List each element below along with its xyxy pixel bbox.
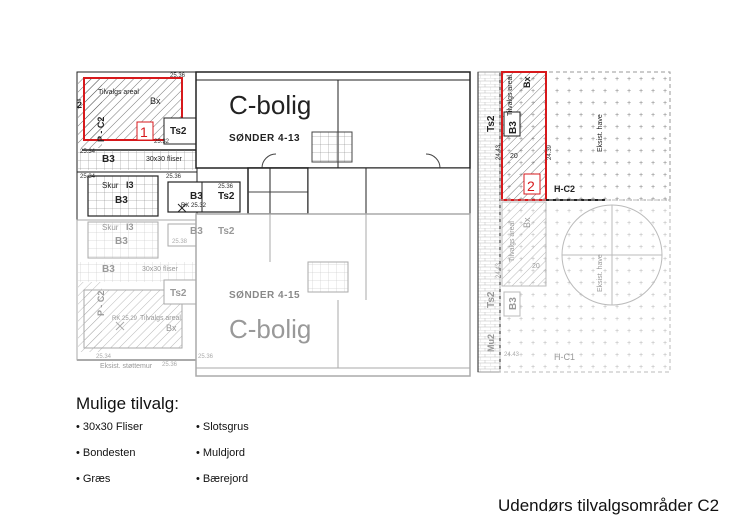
level-top-4: 25.34	[80, 174, 96, 180]
area-2-level-1: 24.43	[496, 144, 502, 160]
level-top-1: 25.36	[170, 73, 186, 79]
area-c1-level-1: 24.43	[496, 262, 502, 278]
area-2-label: Tilvalgs areal	[507, 75, 514, 116]
area-1-bx: Bx	[150, 96, 161, 106]
shed-label-top: Skur	[102, 181, 119, 190]
tiles-label-bottom: 30x30 fliser	[142, 266, 178, 273]
small-ts2-bottom: Ts2	[218, 226, 235, 237]
right-bottom-garden	[499, 199, 671, 373]
area-1-label-line: Tilvalgs areal	[98, 89, 139, 96]
level-bottom-4: 25.36	[162, 362, 178, 368]
building-top	[195, 71, 471, 169]
building-bottom-address: SØNDER 4-15	[229, 290, 300, 301]
tiles-label-top: 30x30 fliser	[146, 156, 182, 163]
legend-option-cobblestones: Bondesten	[76, 447, 136, 459]
garden-bottom-label: Eksist. have	[597, 254, 604, 292]
area-1-number: 1	[140, 124, 148, 140]
area-b3-bottom: B3	[102, 264, 115, 275]
area-c1-mu2: Mu2	[486, 334, 496, 352]
legend-option-topsoil: Muldjord	[196, 447, 245, 459]
area-c1-b3: B3	[508, 297, 519, 310]
level-bottom-3: 25.36	[198, 354, 214, 360]
site-plan: + +	[76, 71, 671, 377]
legend-option-gravel: Slotsgrus	[196, 421, 249, 433]
rk-bottom: RK 25.29	[112, 316, 138, 322]
area-bx-bottom: Bx	[166, 323, 177, 333]
area-2-level-2: 24.39	[547, 144, 553, 160]
shed-block-top	[76, 171, 241, 221]
small-b3-bottom: B3	[190, 226, 203, 237]
shed-i3-top: I3	[126, 180, 134, 190]
area-1-b3: B3	[102, 154, 115, 165]
edge-label-left: 2	[77, 100, 82, 110]
level-top-5: 25.36	[166, 174, 182, 180]
area-c1-level-2: 24.43	[504, 352, 520, 358]
option-area-1-outline	[83, 77, 183, 141]
area-ts2-bottom: Ts2	[170, 288, 187, 299]
legend-title: Mulige tilvalg:	[76, 394, 179, 413]
level-top-3: 25.34	[80, 149, 96, 155]
area-c1-ts2: Ts2	[486, 291, 497, 308]
page-caption: Udendørs tilvalgsområder C2	[498, 496, 720, 515]
small-b3-top: B3	[190, 191, 203, 202]
garden-top-label: Eksist. have	[597, 114, 604, 152]
area-2-number: 2	[527, 178, 535, 194]
shed-b3-bottom: B3	[115, 236, 128, 247]
building-middle	[247, 167, 471, 215]
shed-label-bottom: Skur	[102, 223, 119, 232]
area-c1-bx: Bx	[522, 217, 532, 228]
level-top-6: 25.36	[218, 184, 234, 190]
legend-option-subgrade: Bærejord	[196, 473, 248, 485]
level-bottom-1: 25.38	[172, 239, 188, 245]
area-2-plot-label: H-C2	[554, 184, 575, 194]
level-bottom-2: 25.34	[96, 354, 112, 360]
building-top-address: SØNDER 4-13	[229, 133, 300, 144]
tiles-area-top	[78, 150, 196, 170]
area-label-bottom: Tilvalgs areal	[140, 315, 181, 322]
area-2-ts2: Ts2	[486, 115, 497, 132]
area-c1-label: Tilvalgs areal	[509, 221, 516, 262]
area-2-slope: 20	[510, 153, 518, 160]
area-1-plot-label: P - C2	[96, 117, 106, 142]
shed-i3-bottom: I3	[126, 222, 134, 232]
area-1-ts2: Ts2	[170, 126, 187, 137]
area-2-bx: Bx	[522, 76, 532, 88]
level-top-2: 25.32	[154, 139, 170, 145]
shed-b3-top: B3	[115, 195, 128, 206]
rk-top: RK 25.32	[181, 203, 207, 209]
legend-option-grass: Græs	[76, 473, 111, 485]
area-2-b3: B3	[508, 121, 519, 134]
legend-option-tiles: 30x30 Fliser	[76, 421, 143, 433]
building-bottom	[195, 213, 471, 377]
building-bottom-name: C-bolig	[229, 314, 311, 344]
building-top-name: C-bolig	[229, 90, 311, 120]
left-top-plot	[76, 71, 198, 173]
small-ts2-top: Ts2	[218, 191, 235, 202]
retaining-wall-label: Eksist. støttemur	[100, 363, 153, 370]
area-c1-slope: 20	[532, 263, 540, 270]
right-top-garden	[499, 71, 671, 201]
area-plot-label-bottom: P - C2	[96, 291, 106, 316]
left-bottom-plot	[76, 219, 241, 361]
area-c1-plot-label: H-C1	[554, 352, 575, 362]
